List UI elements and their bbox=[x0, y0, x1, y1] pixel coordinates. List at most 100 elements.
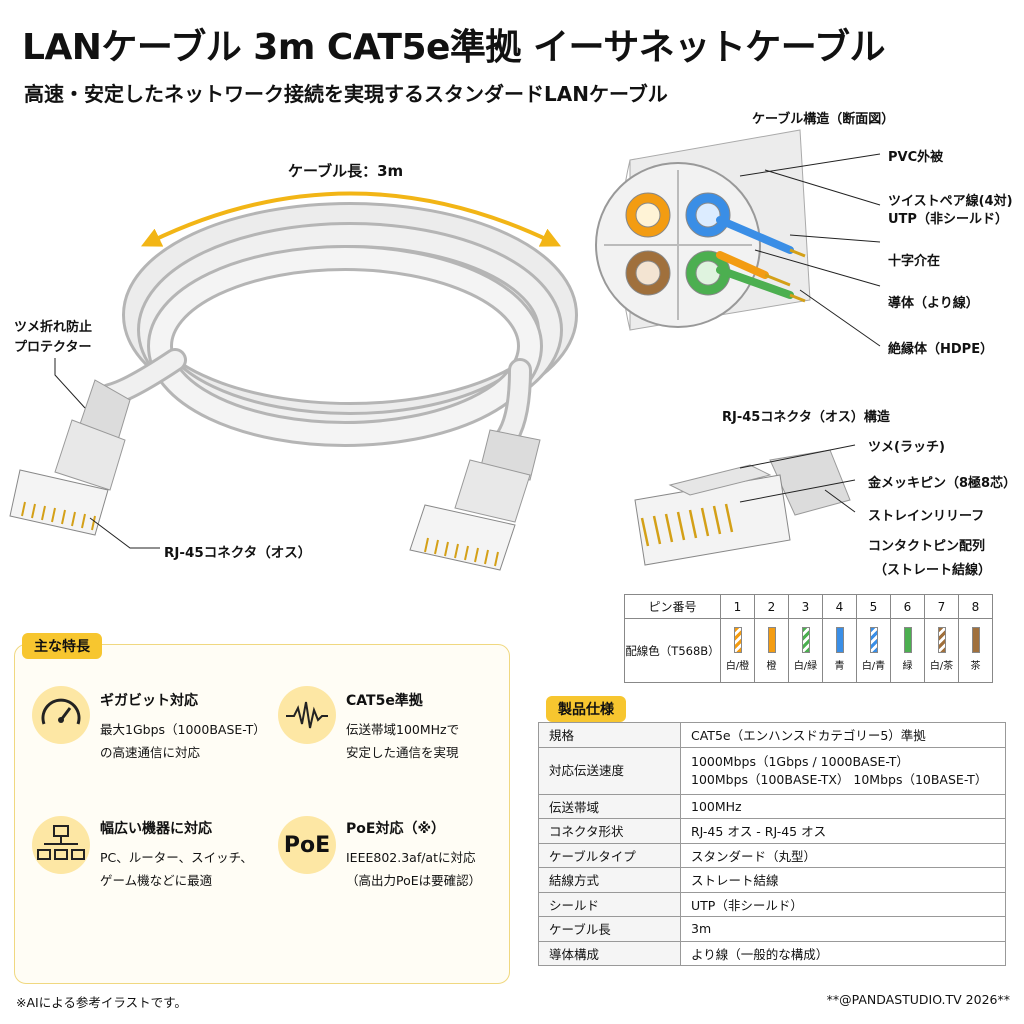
cable-illustration bbox=[9, 191, 578, 571]
label-twisted-pair: ツイストペア線(4対) bbox=[888, 194, 1013, 209]
feature-title: 幅広い機器に対応 bbox=[100, 821, 212, 837]
pin-number: 2 bbox=[754, 594, 789, 619]
protector-label-line2: プロテクター bbox=[14, 340, 92, 355]
spec-value: CAT5e（エンハンスドカテゴリー5）準拠 bbox=[680, 722, 1006, 748]
cable-cross-section bbox=[595, 129, 881, 347]
wire-color-abbr: 白/橙 bbox=[725, 661, 750, 672]
pin-number-header: ピン番号 bbox=[624, 594, 721, 619]
protector-leader bbox=[54, 358, 86, 409]
spec-row: 導体構成より線（一般的な構成） bbox=[538, 940, 1006, 966]
wire-swatch bbox=[801, 627, 810, 653]
spec-key: 規格 bbox=[538, 722, 681, 748]
protector-label-line1: ツメ折れ防止 bbox=[14, 320, 93, 335]
feature-desc-line: IEEE802.3af/atに対応 bbox=[346, 850, 476, 865]
wire-swatch bbox=[835, 627, 844, 653]
spec-value: 1000Mbps（1Gbps / 1000BASE-T）100Mbps（100B… bbox=[680, 746, 1006, 795]
feature-desc: 伝送帯域100MHzで 安定した通信を実現 bbox=[346, 718, 459, 764]
spec-value: スタンダード（丸型） bbox=[680, 842, 1006, 868]
network-devices-icon bbox=[32, 816, 90, 874]
pin-cell: 茶 bbox=[958, 618, 993, 683]
waveform-icon bbox=[278, 686, 336, 744]
spec-key: 結線方式 bbox=[538, 867, 681, 893]
label-gold-pins: 金メッキピン（8極8芯） bbox=[868, 476, 1017, 491]
wire-swatch bbox=[971, 627, 980, 653]
feature-desc-line: ゲーム機などに最適 bbox=[100, 873, 213, 888]
feature-desc: PC、ルーター、スイッチ、 ゲーム機などに最適 bbox=[100, 846, 253, 892]
label-utp: UTP（非シールド） bbox=[888, 212, 1008, 227]
connector-label: RJ-45コネクタ（オス） bbox=[164, 545, 312, 561]
feature-desc: 最大1Gbps（1000BASE-T） の高速通信に対応 bbox=[100, 718, 266, 764]
wire-swatch bbox=[903, 627, 912, 653]
feature-desc-line: 伝送帯域100MHzで bbox=[346, 722, 460, 737]
spec-value: 3m bbox=[680, 916, 1006, 942]
wire-swatch bbox=[869, 627, 878, 653]
feature-desc: IEEE802.3af/atに対応 （高出力PoEは要確認） bbox=[346, 846, 481, 892]
spec-key: 導体構成 bbox=[538, 940, 681, 966]
feature-title: ギガビット対応 bbox=[100, 693, 198, 709]
spec-value: RJ-45 オス - RJ-45 オス bbox=[680, 818, 1006, 844]
cable-coil bbox=[98, 202, 578, 452]
spec-key: コネクタ形状 bbox=[538, 818, 681, 844]
label-latch: ツメ(ラッチ) bbox=[868, 440, 945, 455]
spec-key: シールド bbox=[538, 891, 681, 917]
pin-cell: 緑 bbox=[890, 618, 925, 683]
spec-key: ケーブル長 bbox=[538, 916, 681, 942]
feature-desc-line: （高出力PoEは要確認） bbox=[346, 873, 482, 888]
pin-table: ピン番号 1 2 3 4 5 6 7 8 配線色（T568B） 白/橙 橙 白/… bbox=[624, 594, 993, 683]
wire-swatch bbox=[733, 627, 742, 653]
connector-structure-diagram bbox=[634, 444, 856, 566]
feature-title: CAT5e準拠 bbox=[346, 693, 423, 709]
features-heading: 主な特長 bbox=[22, 633, 102, 659]
label-conductor: 導体（より線） bbox=[888, 296, 979, 311]
connector-leader bbox=[89, 517, 160, 549]
spec-value: 100MHz bbox=[680, 793, 1006, 819]
spec-value: ストレート結線 bbox=[680, 867, 1006, 893]
wire-color-abbr: 白/緑 bbox=[793, 661, 818, 672]
protector-label: ツメ折れ防止 プロテクター bbox=[14, 318, 92, 358]
spec-row: ケーブルタイプスタンダード（丸型） bbox=[538, 842, 1006, 868]
pin-cell: 白/橙 bbox=[720, 618, 755, 683]
label-strain-relief: ストレインリリーフ bbox=[868, 509, 985, 524]
pin-cell: 橙 bbox=[754, 618, 789, 683]
pin-number: 6 bbox=[890, 594, 925, 619]
pin-number: 7 bbox=[924, 594, 959, 619]
wire-swatch bbox=[767, 627, 776, 653]
label-pvc-sheath: PVC外被 bbox=[888, 150, 944, 165]
wire-color-header: 配線色（T568B） bbox=[624, 618, 721, 683]
feature-desc-line: PC、ルーター、スイッチ、 bbox=[100, 850, 253, 865]
spec-value: UTP（非シールド） bbox=[680, 891, 1006, 917]
wire-color-abbr: 青 bbox=[834, 661, 845, 672]
pin-cell: 白/青 bbox=[856, 618, 891, 683]
pin-layout-subtitle: （ストレート結線） bbox=[874, 563, 992, 578]
rj45-connector-left bbox=[9, 379, 131, 536]
wire-swatch bbox=[937, 627, 946, 653]
specs-heading: 製品仕様 bbox=[546, 696, 626, 722]
wire-color-abbr: 白/茶 bbox=[929, 661, 954, 672]
pin-number: 4 bbox=[822, 594, 857, 619]
pin-number: 3 bbox=[788, 594, 823, 619]
credit: **@PANDASTUDIO.TV 2026** bbox=[826, 992, 1010, 1007]
feature-title: PoE対応（※） bbox=[346, 821, 446, 837]
label-insulation: 絶縁体（HDPE） bbox=[888, 342, 994, 357]
spec-key: 対応伝送速度 bbox=[538, 746, 681, 795]
pin-layout-title: コンタクトピン配列 bbox=[868, 539, 986, 554]
wire-color-abbr: 橙 bbox=[766, 661, 777, 672]
features-panel bbox=[14, 644, 510, 984]
spec-key: 伝送帯域 bbox=[538, 793, 681, 819]
feature-desc-line: 安定した通信を実現 bbox=[346, 745, 459, 760]
pin-number: 1 bbox=[720, 594, 755, 619]
feature-desc-line: 最大1Gbps（1000BASE-T） bbox=[100, 722, 266, 737]
pin-number: 8 bbox=[958, 594, 993, 619]
pin-cell: 白/茶 bbox=[924, 618, 959, 683]
feature-desc-line: の高速通信に対応 bbox=[100, 745, 201, 760]
page-subtitle: 高速・安定したネットワーク接続を実現するスタンダードLANケーブル bbox=[24, 82, 668, 106]
spec-value-line: 100Mbps（100BASE-TX） 10Mbps（10BASE-T） bbox=[691, 771, 988, 787]
pin-cell: 白/緑 bbox=[788, 618, 823, 683]
length-arrow bbox=[141, 191, 562, 247]
